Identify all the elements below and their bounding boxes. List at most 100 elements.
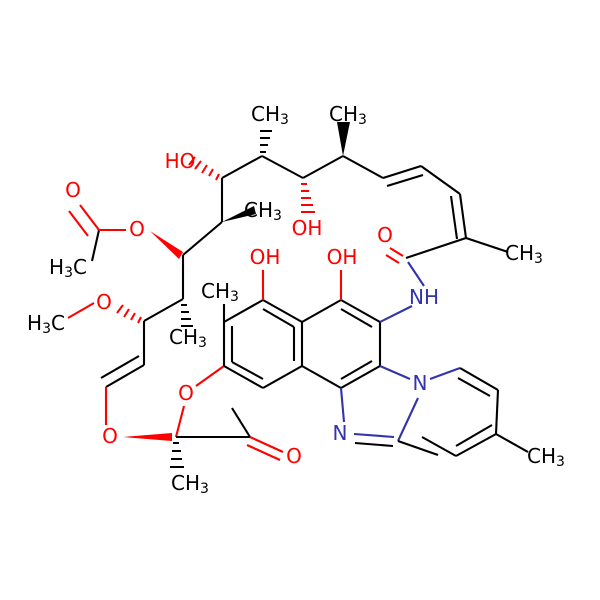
bond-ring-a5: [262, 365, 303, 389]
wedge-ester-oxygen-to-c25: [150, 231, 183, 259]
bond-amide-oxygen-a: [389, 247, 404, 257]
atom-label-ch3-c14: CH3: [251, 102, 289, 129]
bond-ring-b4-inner: [340, 360, 373, 380]
bond-furan-oxygen-aryl: [195, 365, 225, 387]
hash-spiro-to-methyl: [170, 442, 184, 468]
bond-pyr-3: [494, 389, 500, 435]
bond-carbonyl-alkene: [405, 237, 467, 259]
atom-label-oh-ar-left: OH: [250, 245, 281, 269]
atom-label-text: CH3: [251, 102, 289, 129]
bond-ketonecarbon-aryl: [231, 407, 251, 438]
bond-imidazole-n-c-b: [354, 441, 394, 448]
bond-amide-nitrogen-carbonyl: [407, 261, 425, 287]
bond-ring-a3-inner: [262, 308, 295, 328]
bond-ring-b2-inner: [340, 308, 373, 328]
atom-label-text: H3C: [27, 311, 65, 338]
bond-pyr-4a: [455, 433, 497, 457]
atom-label-text: O: [377, 223, 393, 247]
bond-amide-oxygen-b: [385, 254, 400, 264]
atom-label-text: N: [413, 371, 428, 395]
atom-label-text: CH3: [527, 444, 565, 471]
acetate-group: [68, 204, 126, 262]
wedge-c22-to-methyl: [222, 206, 256, 222]
bond-pyr-1: [429, 367, 461, 380]
naphthalene-core: [222, 299, 382, 389]
atom-label-oh-ar-right: OH: [327, 245, 358, 269]
bond-ring-a6-inner: [231, 361, 264, 380]
bond-spiro-furan-oxygen: [174, 405, 186, 438]
bond-alkene-methyl: [465, 237, 509, 253]
bond-methoxy-oxygen-methyl: [67, 302, 95, 319]
bond-diene-1b: [449, 195, 459, 240]
atom-label-o-ketone: O: [286, 444, 302, 468]
atom-label-text: O: [65, 178, 81, 202]
atom-label-ch3-c22: CH3: [244, 198, 282, 225]
bond-c28-c29-b: [100, 355, 140, 379]
bond-ring-a3: [262, 299, 303, 323]
amide-and-diene: [382, 164, 509, 287]
atom-label-ch3-spiro: CH3: [171, 471, 209, 498]
bond-c18-c17: [342, 155, 384, 179]
atom-label-text: O: [129, 217, 145, 241]
bond-c19-c18: [302, 155, 344, 179]
atom-label-text: CH3: [201, 279, 239, 306]
left-alkene: [100, 355, 145, 425]
furanone-ring: [174, 365, 251, 439]
bond-acetylmethyl-carbonyl: [90, 229, 101, 262]
wedge-c18-to-methyl: [337, 122, 350, 156]
atom-label-ch3-c24: CH3: [169, 325, 207, 352]
atom-label-text: CH3: [169, 325, 207, 352]
imidazopyridine: [339, 365, 529, 457]
bond-diene-single: [420, 165, 461, 195]
atom-label-text: N: [333, 421, 348, 445]
atom-label-oh-c23: OH: [292, 216, 323, 240]
atom-label-text: CH3: [329, 102, 367, 129]
atom-label-o-ether: O: [102, 424, 118, 448]
atom-label-text: O: [286, 444, 302, 468]
bond-c28-c29-a: [105, 364, 145, 388]
bond-nbridge-aryl: [379, 365, 411, 380]
atom-label-text: HO: [165, 149, 196, 173]
atom-label-text: OH: [250, 245, 281, 269]
atom-label-text: O: [96, 290, 112, 314]
bond-imidazole-c-nbridge: [397, 397, 419, 442]
atom-label-ch3-pyridine: CH3: [527, 444, 565, 471]
bond-c26-c27: [143, 298, 184, 322]
wedge-ether-oxygen-to-spiro: [123, 433, 172, 441]
atom-label-ho-c21: HO: [165, 149, 196, 173]
aryl-ketone: [246, 436, 284, 461]
bond-diene-2b: [386, 173, 424, 188]
atom-label-ch3-c13: CH3: [329, 102, 367, 129]
atom-label-text: O: [102, 424, 118, 448]
atom-label-ch3-methoxy: H3C: [27, 311, 65, 338]
atom-label-text: O: [178, 381, 194, 405]
atom-label-n-imidazole: N: [333, 421, 348, 445]
hash-c21-to-hydroxyl: [188, 156, 220, 181]
hash-c20-to-methyl: [260, 130, 272, 153]
ansa-chain-bonds: [142, 155, 384, 365]
atom-label-ch3-aromatic: CH3: [201, 279, 239, 306]
bond-c20-c19: [261, 155, 304, 179]
atom-label-ch3-amide: CH3: [505, 241, 543, 268]
bond-ring-a6: [223, 365, 264, 389]
atom-label-o-amide: O: [377, 223, 393, 247]
atom-label-text: OH: [292, 216, 323, 240]
bond-ring-a2: [223, 299, 264, 323]
hash-c19-to-hydroxyl: [301, 183, 315, 213]
bond-imidazole-n-c-a: [353, 432, 395, 439]
bond-imidazole-c-methylbridge: [397, 440, 439, 456]
bond-c25-c22: [182, 221, 223, 256]
bond-aryl-imidazole-nitrogen: [339, 387, 346, 423]
atom-label-text: CH3: [505, 241, 543, 268]
bond-ring-b5: [301, 365, 342, 389]
atom-label-text: CH3: [244, 198, 282, 225]
atom-label-nh-amide: NH: [409, 285, 439, 309]
atom-label-ch3-acetyl: H3C: [49, 255, 87, 282]
bond-pyr-4b: [455, 424, 493, 447]
atom-label-text: H3C: [49, 255, 87, 282]
atom-label-o-furan: O: [178, 381, 194, 405]
bond-pyr-5: [421, 436, 457, 457]
